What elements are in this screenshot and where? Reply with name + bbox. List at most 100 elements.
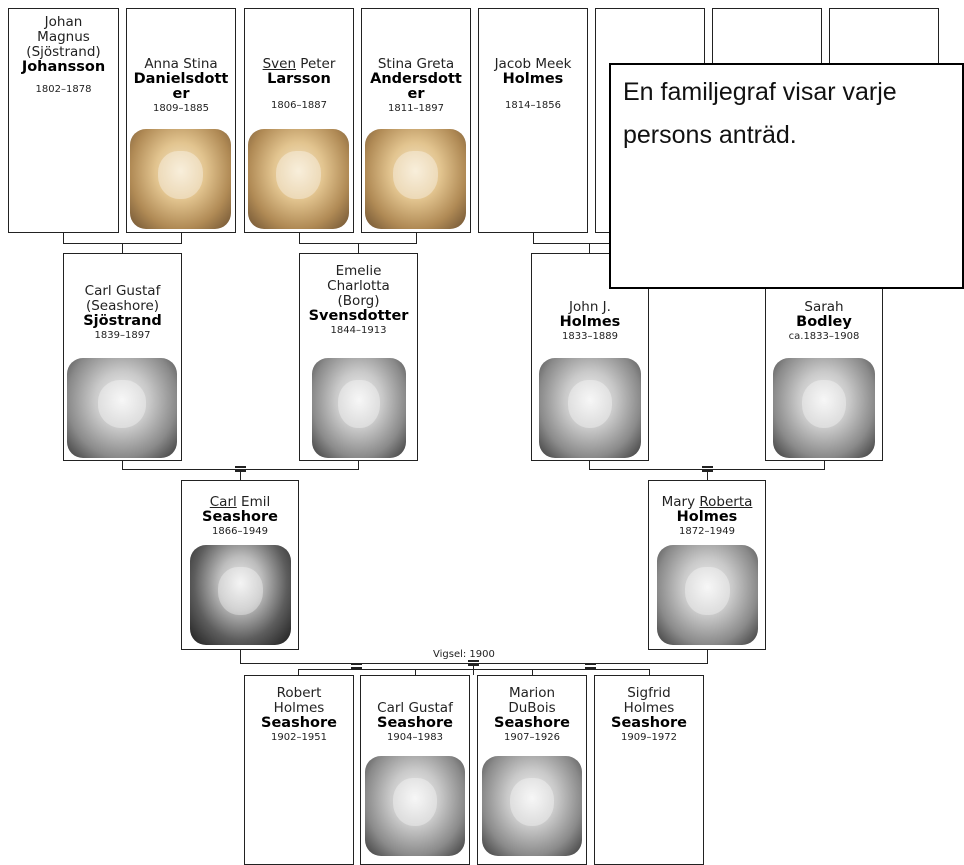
given-name: Johan Magnus (Sjöstrand)	[26, 14, 101, 60]
life-dates: 1839–1897	[94, 330, 151, 341]
connector	[181, 233, 182, 244]
surname: Johansson	[21, 59, 106, 75]
marriage-marker	[702, 466, 713, 472]
given-name: Sven Peter	[245, 57, 353, 72]
person-card[interactable]: Mary Roberta Holmes 1872–1949	[648, 480, 766, 650]
given-name-underlined: Carl	[209, 494, 237, 510]
portrait-photo	[312, 358, 406, 458]
portrait-photo	[482, 756, 582, 856]
connector	[533, 243, 609, 244]
connector	[122, 461, 123, 470]
given-name-rest: Peter	[296, 56, 336, 72]
surname: Seashore	[611, 715, 687, 731]
person-card[interactable]: Johan Magnus (Sjöstrand) Johansson 1802–…	[8, 8, 119, 233]
connector	[707, 469, 708, 480]
person-card[interactable]: Jacob Meek Holmes 1814–1856	[478, 8, 588, 233]
given-name: Anna Stina	[144, 56, 218, 72]
connector	[63, 233, 64, 244]
portrait-photo	[130, 129, 231, 229]
given-name: Sigfrid Holmes	[623, 685, 675, 716]
person-card[interactable]: Sven Peter Larsson 1806–1887	[244, 8, 354, 233]
given-name: Emelie Charlotta (Borg)	[327, 263, 390, 309]
given-name: John J.	[569, 299, 611, 315]
person-card[interactable]: Carl Gustaf (Seashore) Sjöstrand 1839–18…	[63, 253, 182, 461]
marriage-marker	[585, 663, 596, 669]
person-card[interactable]: Anna Stina Danielsdott er 1809–1885	[126, 8, 236, 233]
connector	[707, 650, 708, 664]
connector	[240, 469, 241, 480]
marriage-marker	[351, 663, 362, 669]
life-dates: 1811–1897	[388, 103, 444, 114]
surname: Seashore	[202, 509, 278, 525]
given-name-underlined: Roberta	[699, 494, 753, 510]
person-card[interactable]: Carl Gustaf Seashore 1904–1983	[360, 675, 470, 865]
connector	[298, 669, 299, 675]
life-dates: 1806–1887	[271, 100, 327, 111]
given-name: Robert Holmes	[273, 685, 325, 716]
connector	[649, 669, 650, 675]
given-name: Stina Greta	[377, 56, 455, 72]
life-dates: 1904–1983	[387, 732, 443, 743]
given-name-rest: Emil	[236, 494, 271, 510]
given-name-rest: Mary	[661, 494, 700, 510]
connector	[240, 650, 241, 664]
person-card-hidden[interactable]	[829, 8, 939, 70]
connector	[416, 233, 417, 244]
connector	[298, 669, 650, 670]
portrait-photo	[190, 545, 291, 645]
portrait-photo	[657, 545, 758, 645]
given-name: Carl Gustaf (Seashore)	[84, 283, 161, 314]
connector	[415, 669, 416, 675]
surname: Seashore	[261, 715, 337, 731]
life-dates: 1872–1949	[679, 526, 735, 537]
given-name: Carl Gustaf	[377, 700, 453, 716]
portrait-photo	[365, 129, 466, 229]
person-card[interactable]: Emelie Charlotta (Borg) Svensdotter 1844…	[299, 253, 418, 461]
surname: Seashore	[494, 715, 570, 731]
marriage-label: Vigsel: 1900	[433, 649, 495, 660]
person-card[interactable]: Marion DuBois Seashore 1907–1926	[477, 675, 587, 865]
life-dates: 1866–1949	[212, 526, 268, 537]
surname: Sjöstrand	[83, 313, 162, 329]
person-card[interactable]: Sigfrid Holmes Seashore 1909–1972	[594, 675, 704, 865]
connector	[589, 243, 590, 253]
life-dates: 1844–1913	[330, 325, 387, 336]
person-card[interactable]: Carl Emil Seashore 1866–1949	[181, 480, 299, 650]
life-dates: 1907–1926	[504, 732, 560, 743]
life-dates: 1902–1951	[271, 732, 327, 743]
connector	[532, 669, 533, 675]
connector	[533, 233, 534, 244]
person-card[interactable]: Stina Greta Andersdott er 1811–1897	[361, 8, 471, 233]
given-name: Marion DuBois	[508, 685, 556, 716]
portrait-photo	[365, 756, 465, 856]
portrait-photo	[248, 129, 349, 229]
portrait-photo	[67, 358, 177, 458]
connector	[299, 233, 300, 244]
given-name-underlined: Sven	[262, 56, 296, 72]
portrait-photo	[539, 358, 641, 458]
portrait-photo	[773, 358, 875, 458]
given-name: Carl Emil	[182, 495, 298, 510]
given-name: Sarah	[804, 299, 844, 315]
life-dates: 1814–1856	[505, 100, 561, 111]
marriage-marker	[235, 466, 246, 472]
person-card[interactable]: Robert Holmes Seashore 1902–1951	[244, 675, 354, 865]
surname: Seashore	[377, 715, 453, 731]
surname: Holmes	[559, 314, 621, 330]
caption-callout: En familjegraf visar varje persons anträ…	[609, 63, 964, 289]
connector	[358, 243, 359, 253]
connector	[589, 461, 590, 470]
given-name: Jacob Meek	[494, 56, 572, 72]
surname: Bodley	[796, 314, 852, 330]
surname: Larsson	[267, 71, 331, 87]
life-dates: 1809–1885	[153, 103, 209, 114]
person-card-hidden[interactable]	[712, 8, 822, 70]
connector	[824, 461, 825, 470]
marriage-marker	[468, 660, 479, 666]
connector	[358, 461, 359, 470]
surname: Danielsdott er	[133, 71, 229, 102]
surname: Holmes	[502, 71, 564, 87]
connector	[240, 663, 708, 664]
life-dates: 1909–1972	[621, 732, 677, 743]
surname: Andersdott er	[370, 71, 462, 102]
